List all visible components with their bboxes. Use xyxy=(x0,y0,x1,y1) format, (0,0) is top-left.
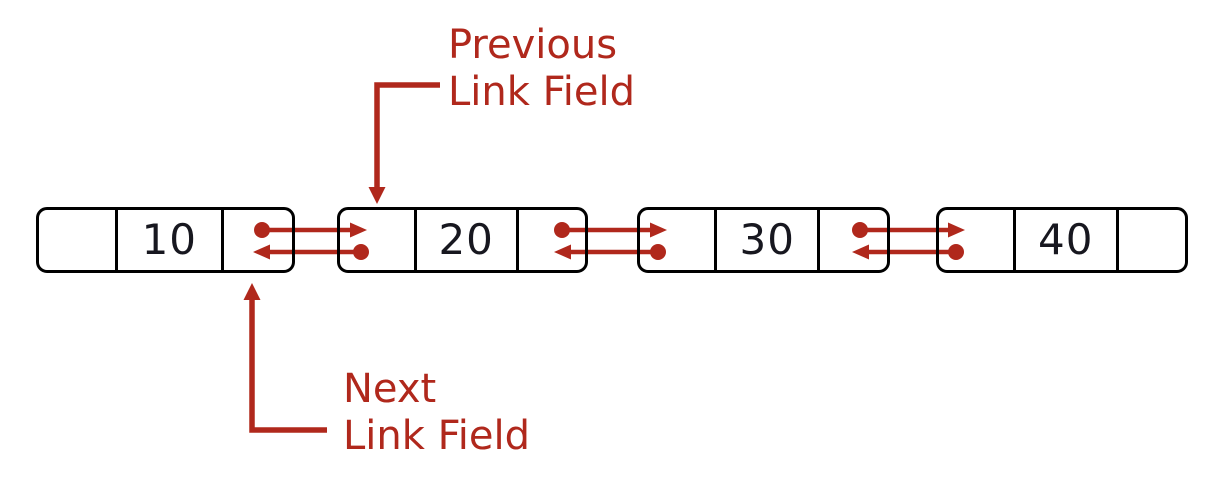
node-value: 10 xyxy=(141,215,198,264)
node-value: 20 xyxy=(438,215,494,264)
node-1-next-cell xyxy=(224,210,292,270)
node-4-next-cell xyxy=(1119,210,1185,270)
list-node-4: 40 xyxy=(936,207,1188,273)
node-4-prev-cell xyxy=(939,210,1013,270)
node-value: 30 xyxy=(739,215,795,264)
previous-label-line1: Previous xyxy=(448,22,618,68)
node-2-prev-cell xyxy=(340,210,414,270)
node-1-prev-cell xyxy=(39,210,115,270)
node-1-data-cell: 10 xyxy=(114,210,224,270)
arrowhead-up-icon xyxy=(243,283,261,300)
next-link-field-label: Next Link Field xyxy=(343,366,530,460)
node-3-prev-cell xyxy=(640,210,714,270)
previous-label-line2: Link Field xyxy=(448,69,635,115)
next-label-line1: Next xyxy=(343,366,437,412)
list-node-2: 20 xyxy=(337,207,588,273)
previous-link-field-label: Previous Link Field xyxy=(448,22,635,116)
previous-label-pointer xyxy=(368,82,440,204)
next-label-pointer xyxy=(243,283,327,433)
list-node-1: 10 xyxy=(36,207,295,273)
next-label-line2: Link Field xyxy=(343,413,530,459)
list-node-3: 30 xyxy=(637,207,890,273)
node-value: 40 xyxy=(1037,215,1094,264)
node-2-data-cell: 20 xyxy=(413,210,519,270)
node-2-next-cell xyxy=(519,210,585,270)
node-3-data-cell: 30 xyxy=(714,210,821,270)
arrowhead-down-icon xyxy=(368,187,386,204)
node-4-data-cell: 40 xyxy=(1012,210,1119,270)
node-3-next-cell xyxy=(820,210,887,270)
